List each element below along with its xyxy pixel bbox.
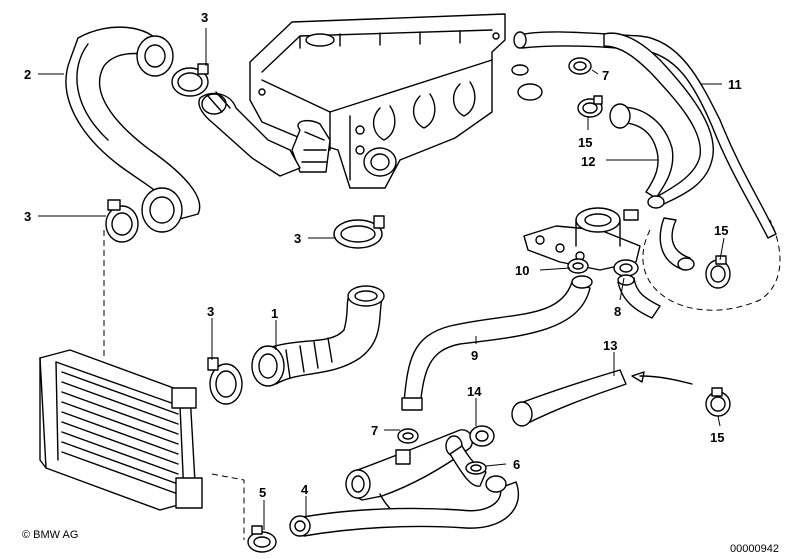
label-part-2: 2 <box>24 67 31 82</box>
label-part-15: 15 <box>714 223 728 238</box>
assembly-line <box>642 219 781 311</box>
label-part-9: 9 <box>471 348 478 363</box>
hose-clamp <box>469 425 495 447</box>
label-part-3: 3 <box>24 209 31 224</box>
hose-clamp <box>333 215 385 249</box>
label-part-3: 3 <box>207 304 214 319</box>
assembly-line <box>211 473 245 540</box>
upper-radiator-hose <box>65 26 201 233</box>
leader-lines <box>38 28 725 530</box>
label-part-13: 13 <box>603 338 617 353</box>
hose-end <box>617 274 635 286</box>
hose-clamp <box>171 63 209 97</box>
label-part-3: 3 <box>294 231 301 246</box>
label-part-3: 3 <box>201 10 208 25</box>
hose-clamp <box>465 461 487 475</box>
hose-clamp <box>207 357 243 405</box>
label-part-8: 8 <box>614 304 621 319</box>
hose-clamp <box>577 95 603 118</box>
hose-13 <box>511 369 693 427</box>
label-part-15: 15 <box>710 430 724 445</box>
label-part-7: 7 <box>602 68 609 83</box>
label-part-10: 10 <box>515 263 529 278</box>
radiator <box>39 349 203 511</box>
hose-4 <box>289 475 519 537</box>
heater-hose-12 <box>603 32 714 271</box>
label-part-4: 4 <box>301 482 309 497</box>
label-part-14: 14 <box>467 384 482 399</box>
hose-clamp <box>705 387 731 417</box>
label-part-6: 6 <box>513 457 520 472</box>
hose-clamp <box>105 199 139 243</box>
heater-valve <box>523 207 641 271</box>
hose-clamp <box>613 259 639 277</box>
label-part-11: 11 <box>728 77 742 92</box>
lower-radiator-hose <box>251 285 385 387</box>
short-hose <box>617 277 661 319</box>
hose-clamp <box>568 57 592 75</box>
hose-clamp <box>705 255 731 289</box>
label-part-7: 7 <box>371 423 378 438</box>
diagram-id: 00000942 <box>730 543 779 555</box>
label-part-12: 12 <box>581 154 595 169</box>
outlet-stub <box>517 83 543 101</box>
heater-hose-9 <box>401 275 593 411</box>
thermostat-pipe <box>198 91 301 177</box>
hose-clamp <box>397 428 419 444</box>
label-part-5: 5 <box>259 485 266 500</box>
outlet-stub <box>511 64 529 76</box>
hose-clamp <box>567 258 589 274</box>
copyright-text: © BMW AG <box>22 529 78 541</box>
label-part-1: 1 <box>271 306 278 321</box>
label-part-15: 15 <box>578 135 592 150</box>
hose-clamp <box>247 525 277 553</box>
cylinder-head <box>249 13 506 189</box>
